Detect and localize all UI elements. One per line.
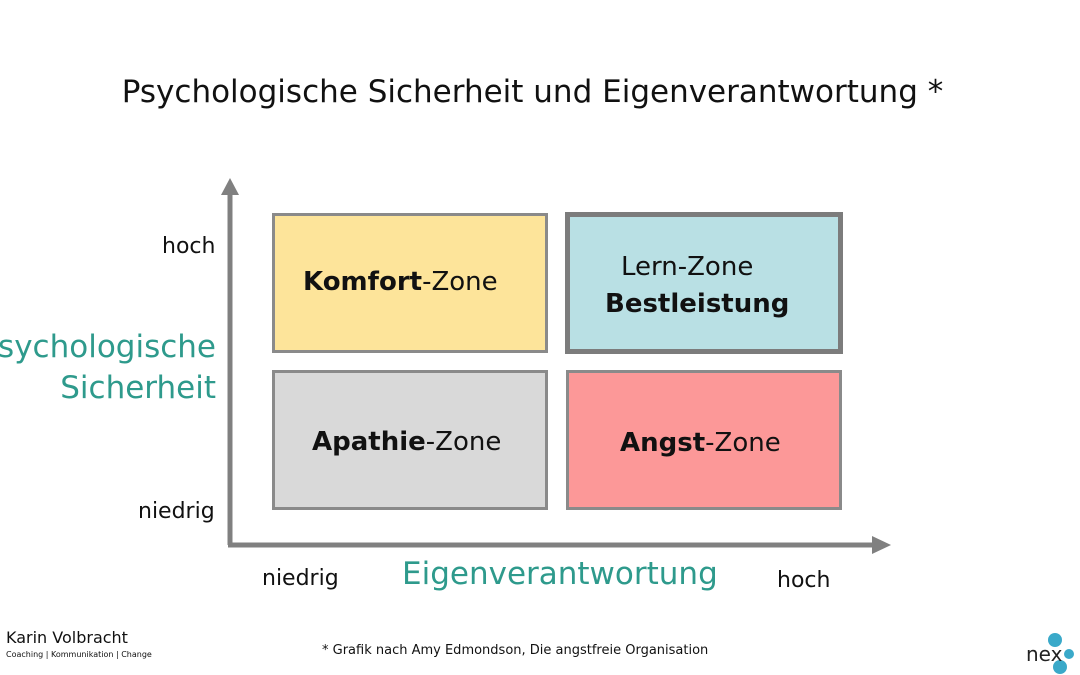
quadrant-lern-label: Lern-Zone bbox=[621, 252, 754, 282]
quadrant-komfort-label: Komfort-Zone bbox=[303, 267, 498, 297]
y-axis-label-line2: Sicherheit bbox=[60, 370, 216, 406]
quadrant-apathie-label: Apathie-Zone bbox=[312, 427, 502, 457]
quadrant-komfort-zone: Komfort-Zone bbox=[272, 213, 548, 353]
quadrant-apathie-zone: Apathie-Zone bbox=[272, 370, 548, 510]
x-axis-label: Eigenverantwortung bbox=[402, 556, 718, 592]
y-axis-label: Psychologische Sicherheit bbox=[0, 327, 216, 409]
y-tick-low: niedrig bbox=[138, 499, 215, 524]
page-title: Psychologische Sicherheit und Eigenveran… bbox=[121, 74, 944, 110]
x-tick-low: niedrig bbox=[262, 566, 339, 591]
y-axis-label-line1: Psychologische bbox=[0, 329, 216, 365]
nex-logo: nex bbox=[1026, 633, 1074, 674]
quadrant-bestleistung-label: Bestleistung bbox=[605, 289, 790, 319]
nex-logo-text: nex bbox=[1026, 642, 1063, 666]
quadrant-angst-zone: Angst-Zone bbox=[566, 370, 842, 510]
y-tick-high: hoch bbox=[162, 234, 216, 259]
brand-tagline: Coaching | Kommunikation | Change bbox=[6, 650, 152, 659]
quadrant-lern-zone: Lern-Zone Bestleistung bbox=[565, 212, 843, 354]
x-axis-arrow bbox=[872, 536, 891, 554]
brand-name: Karin Volbracht bbox=[6, 628, 128, 647]
y-axis-arrow bbox=[221, 178, 239, 195]
footnote: * Grafik nach Amy Edmondson, Die angstfr… bbox=[322, 643, 709, 658]
x-tick-high: hoch bbox=[777, 568, 831, 593]
quadrant-angst-label: Angst-Zone bbox=[620, 428, 781, 458]
